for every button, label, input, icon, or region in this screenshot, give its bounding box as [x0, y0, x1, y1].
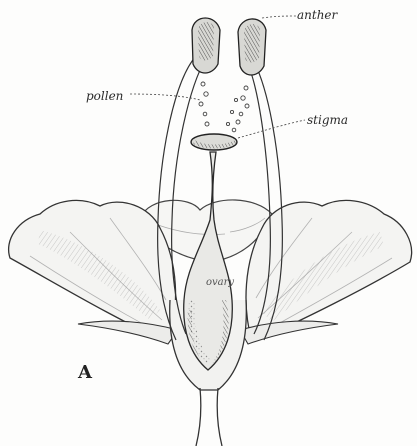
pollen-label: pollen [86, 90, 123, 102]
stigma-label: stigma [307, 114, 348, 126]
anther-label: anther [297, 9, 337, 21]
anther-leader [262, 16, 296, 18]
stigma-leader [238, 120, 305, 138]
figure-letter: A [78, 364, 92, 382]
ovary-label: ovary [206, 278, 234, 288]
pollen-grains [199, 82, 249, 132]
flower-stalk [196, 388, 222, 446]
